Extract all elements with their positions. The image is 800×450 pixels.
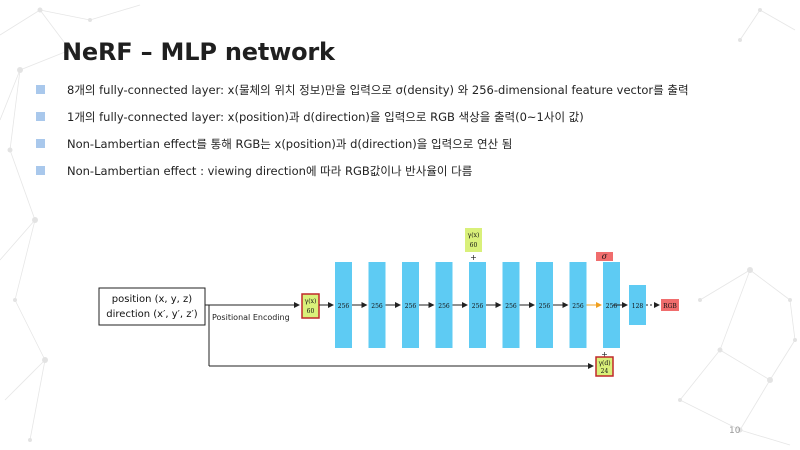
gamma-x-label: γ(x)	[305, 298, 317, 305]
hidden-layer-9	[603, 262, 620, 348]
final-layer-128	[629, 285, 646, 325]
hidden-layer-label: 256	[338, 303, 350, 310]
hidden-layer-label: 256	[371, 303, 383, 310]
bullet-item: 1개의 fully-connected layer: x(position)과 …	[36, 110, 689, 137]
skip-plus-sign: +	[470, 253, 477, 262]
sigma-output-box	[596, 252, 613, 261]
hidden-layer-5	[469, 262, 486, 348]
bullet-text: Non-Lambertian effect를 통해 RGB는 x(positio…	[67, 137, 513, 151]
hidden-layer-label: 256	[405, 303, 417, 310]
skip-gamma-x-dim: 60	[470, 242, 478, 249]
slide-title: NeRF – MLP network	[62, 38, 335, 66]
input-direction-label: direction (x′, y′, z′)	[106, 309, 198, 320]
bullet-item: Non-Lambertian effect를 통해 RGB는 x(positio…	[36, 137, 689, 164]
positional-encoding-label: Positional Encoding	[212, 313, 290, 322]
bullet-square-icon	[36, 139, 45, 148]
input-box	[98, 287, 206, 326]
bullet-item: Non-Lambertian effect : viewing directio…	[36, 164, 689, 191]
sigma-label: σ	[602, 252, 608, 261]
gamma-d-label: γ(d)	[598, 360, 610, 367]
bullet-square-icon	[36, 112, 45, 121]
hidden-layer-6	[502, 262, 520, 348]
bullet-text: 1개의 fully-connected layer: x(position)과 …	[67, 110, 584, 124]
hidden-layer-label: 256	[472, 303, 484, 310]
hidden-layer-1	[335, 262, 352, 348]
direction-plus-sign: +	[601, 350, 608, 359]
gamma-x-dim: 60	[307, 308, 315, 315]
bullet-text: Non-Lambertian effect : viewing directio…	[67, 164, 473, 178]
skip-gamma-x-box	[465, 228, 482, 252]
hidden-layer-label: 256	[438, 303, 450, 310]
hidden-layer-label: 256	[606, 303, 618, 310]
page-number: 10	[729, 426, 741, 436]
input-position-label: position (x, y, z)	[112, 294, 192, 305]
gamma-x-input-box	[301, 293, 320, 319]
hidden-layer-label: 256	[539, 303, 551, 310]
hidden-layer-label: 256	[505, 303, 517, 310]
hidden-layer-2	[368, 262, 386, 348]
gamma-d-dim: 24	[601, 368, 609, 375]
bullet-square-icon	[36, 166, 45, 175]
layer-group: 256 256 256 256 256 256 256 256 256	[335, 262, 620, 348]
final-layer-label: 128	[632, 303, 644, 310]
skip-gamma-x-label: γ(x)	[468, 232, 480, 239]
gamma-d-box	[595, 356, 614, 377]
bullet-square-icon	[36, 85, 45, 94]
bullet-item: 8개의 fully-connected layer: x(물체의 위치 정보)만…	[36, 83, 689, 110]
hidden-layer-3	[402, 262, 419, 348]
bullet-list: 8개의 fully-connected layer: x(물체의 위치 정보)만…	[36, 83, 689, 191]
rgb-output-label: RGB	[663, 303, 677, 310]
hidden-layer-8	[569, 262, 587, 348]
hidden-layer-label: 256	[572, 303, 584, 310]
hidden-layer-4	[435, 262, 453, 348]
hidden-layer-7	[536, 262, 553, 348]
rgb-output-box	[661, 299, 679, 311]
bullet-text: 8개의 fully-connected layer: x(물체의 위치 정보)만…	[67, 83, 689, 97]
